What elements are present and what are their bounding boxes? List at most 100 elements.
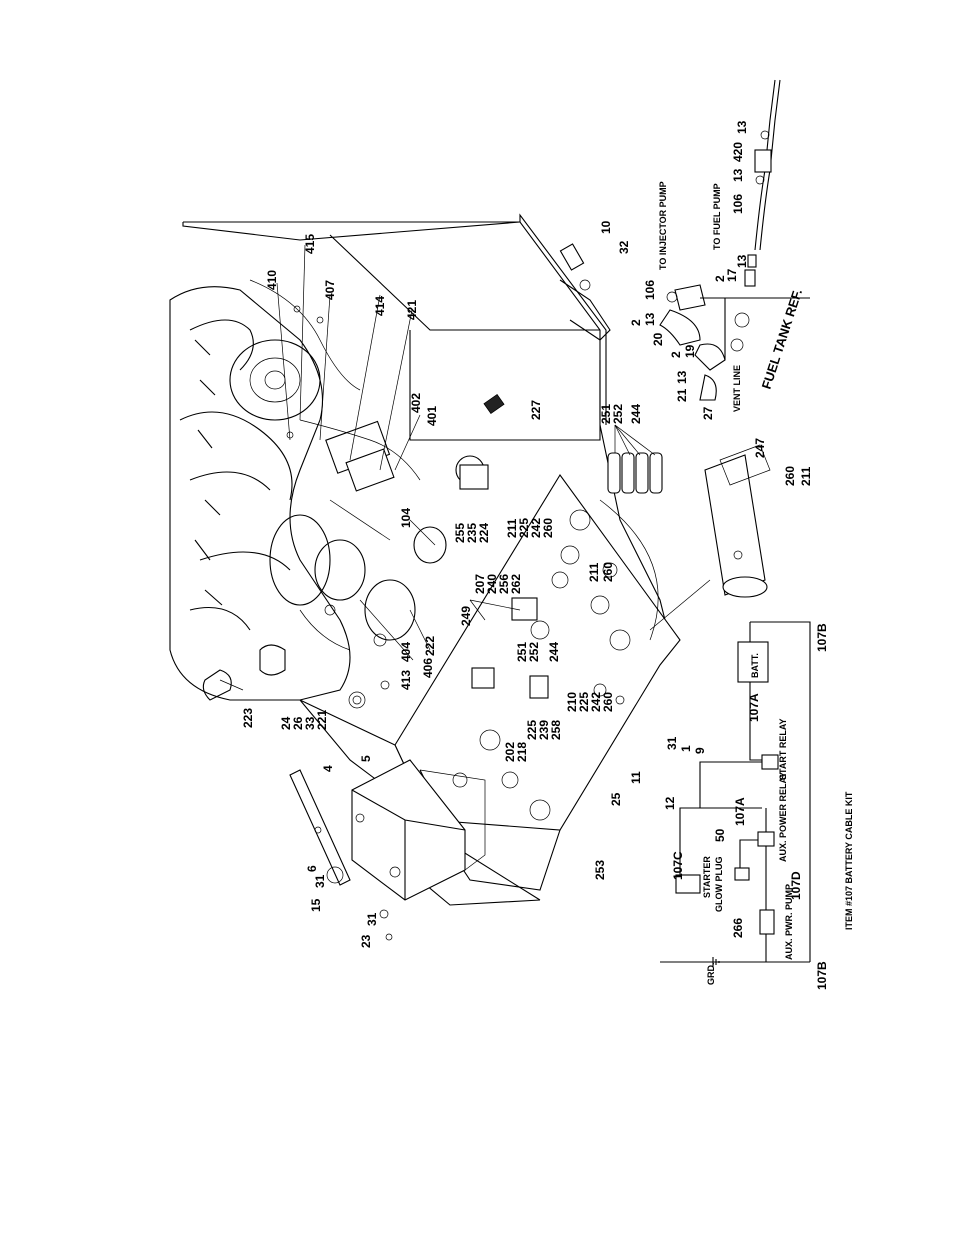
callout-32: 32 — [617, 240, 631, 254]
glow-plug-label: GLOW PLUG — [714, 857, 724, 913]
callout-20: 20 — [651, 332, 665, 346]
callout-249: 249 — [459, 606, 473, 626]
callout-224: 224 — [477, 523, 491, 543]
callout-17: 17 — [725, 268, 739, 282]
callout-239: 239 — [537, 720, 551, 740]
callout-244: 244 — [547, 642, 561, 662]
callout-13: 13 — [735, 254, 749, 268]
aux-pwr-pump-label: AUX. PWR. PUMP — [784, 884, 794, 960]
batt-label: BATT. — [750, 653, 760, 678]
callout-262: 262 — [509, 574, 523, 594]
callout-242: 242 — [589, 692, 603, 712]
callout-4: 4 — [321, 765, 335, 772]
callout-107A: 107A — [733, 797, 747, 826]
callout-406: 406 — [421, 658, 435, 678]
label-plate-227 — [483, 393, 505, 415]
callout-415: 415 — [303, 234, 317, 254]
callout-9: 9 — [693, 747, 707, 754]
callout-227: 227 — [529, 400, 543, 420]
callout-2: 2 — [713, 275, 727, 282]
callout-13: 13 — [735, 120, 749, 134]
callout-107D: 107D — [789, 871, 803, 900]
callout-258: 258 — [549, 720, 563, 740]
battery-box — [351, 759, 486, 901]
callout-27: 27 — [701, 406, 715, 420]
callout-211: 211 — [799, 466, 813, 486]
callout-240: 240 — [485, 574, 499, 594]
callout-414: 414 — [373, 296, 387, 316]
vent-line-label: VENT LINE — [732, 365, 742, 412]
callout-106: 106 — [731, 194, 745, 214]
callout-labels: 4 5 6 31 15 31 23 253 25 11 12 31 1 9 20… — [241, 120, 829, 990]
callout-106: 106 — [643, 280, 657, 300]
terminal-boots — [607, 452, 663, 494]
callout-6: 6 — [305, 865, 319, 872]
callout-222: 222 — [423, 636, 437, 656]
callout-252: 252 — [527, 642, 541, 662]
callout-225: 225 — [525, 720, 539, 740]
callout-401: 401 — [425, 406, 439, 426]
callout-26: 26 — [291, 716, 305, 730]
to-fuel-pump-label: TO FUEL PUMP — [712, 183, 722, 250]
callout-107A: 107A — [747, 693, 761, 722]
fuel-tank-ref-lines — [700, 297, 810, 360]
callout-402: 402 — [409, 393, 423, 413]
callout-25: 25 — [609, 792, 623, 806]
hold-down-bar — [289, 769, 393, 941]
callout-1: 1 — [679, 745, 693, 752]
callout-202: 202 — [503, 742, 517, 762]
callout-12: 12 — [663, 796, 677, 810]
starter-label: STARTER — [702, 856, 712, 898]
callout-13: 13 — [643, 312, 657, 326]
callout-421: 421 — [405, 300, 419, 320]
callout-31: 31 — [665, 736, 679, 750]
callout-211: 211 — [587, 562, 601, 582]
callout-413: 413 — [399, 670, 413, 690]
callout-260: 260 — [601, 562, 615, 582]
callout-407: 407 — [323, 280, 337, 300]
callout-210: 210 — [565, 692, 579, 712]
fuel-fittings — [659, 79, 781, 401]
callout-23: 23 — [359, 934, 373, 948]
callout-225: 225 — [517, 518, 531, 538]
start-relay-label: START RELAY — [778, 718, 788, 780]
callout-266: 266 — [731, 918, 745, 938]
descriptive-labels: TO INJECTOR PUMP TO FUEL PUMP VENT LINE … — [658, 181, 854, 985]
fuel-tank-ref-label: FUEL TANK REF. — [759, 287, 805, 391]
callout-13: 13 — [675, 370, 689, 384]
callout-13: 13 — [731, 168, 745, 182]
battery-cable-schematic — [660, 621, 811, 967]
callout-31: 31 — [365, 912, 379, 926]
callout-221: 221 — [315, 710, 329, 730]
aux-power-relay-label: AUX. POWER RELAY — [778, 772, 788, 862]
callout-50: 50 — [713, 828, 727, 842]
callout-253: 253 — [593, 860, 607, 880]
callout-107C: 107C — [671, 851, 685, 880]
callout-207: 207 — [473, 574, 487, 594]
callout-31: 31 — [313, 874, 327, 888]
callout-260: 260 — [601, 692, 615, 712]
callout-256: 256 — [497, 574, 511, 594]
callout-5: 5 — [359, 755, 373, 762]
right-bracket — [559, 243, 611, 341]
callout-107B: 107B — [815, 623, 829, 652]
callout-10: 10 — [599, 220, 613, 234]
callout-33: 33 — [303, 716, 317, 730]
callout-251: 251 — [515, 642, 529, 662]
kit-title: ITEM #107 BATTERY CABLE KIT — [844, 791, 854, 930]
callout-255: 255 — [453, 523, 467, 543]
callout-235: 235 — [465, 523, 479, 543]
callout-244: 244 — [629, 404, 643, 424]
callout-104: 104 — [399, 508, 413, 528]
ground-label: GRD. — [706, 963, 716, 986]
callout-15: 15 — [309, 898, 323, 912]
callout-410: 410 — [265, 270, 279, 290]
relays-on-panel — [459, 464, 549, 699]
callout-218: 218 — [515, 742, 529, 762]
callout-252: 252 — [611, 404, 625, 424]
callout-260: 260 — [783, 466, 797, 486]
callout-260: 260 — [541, 518, 555, 538]
callout-251: 251 — [599, 404, 613, 424]
callout-107B: 107B — [815, 961, 829, 990]
